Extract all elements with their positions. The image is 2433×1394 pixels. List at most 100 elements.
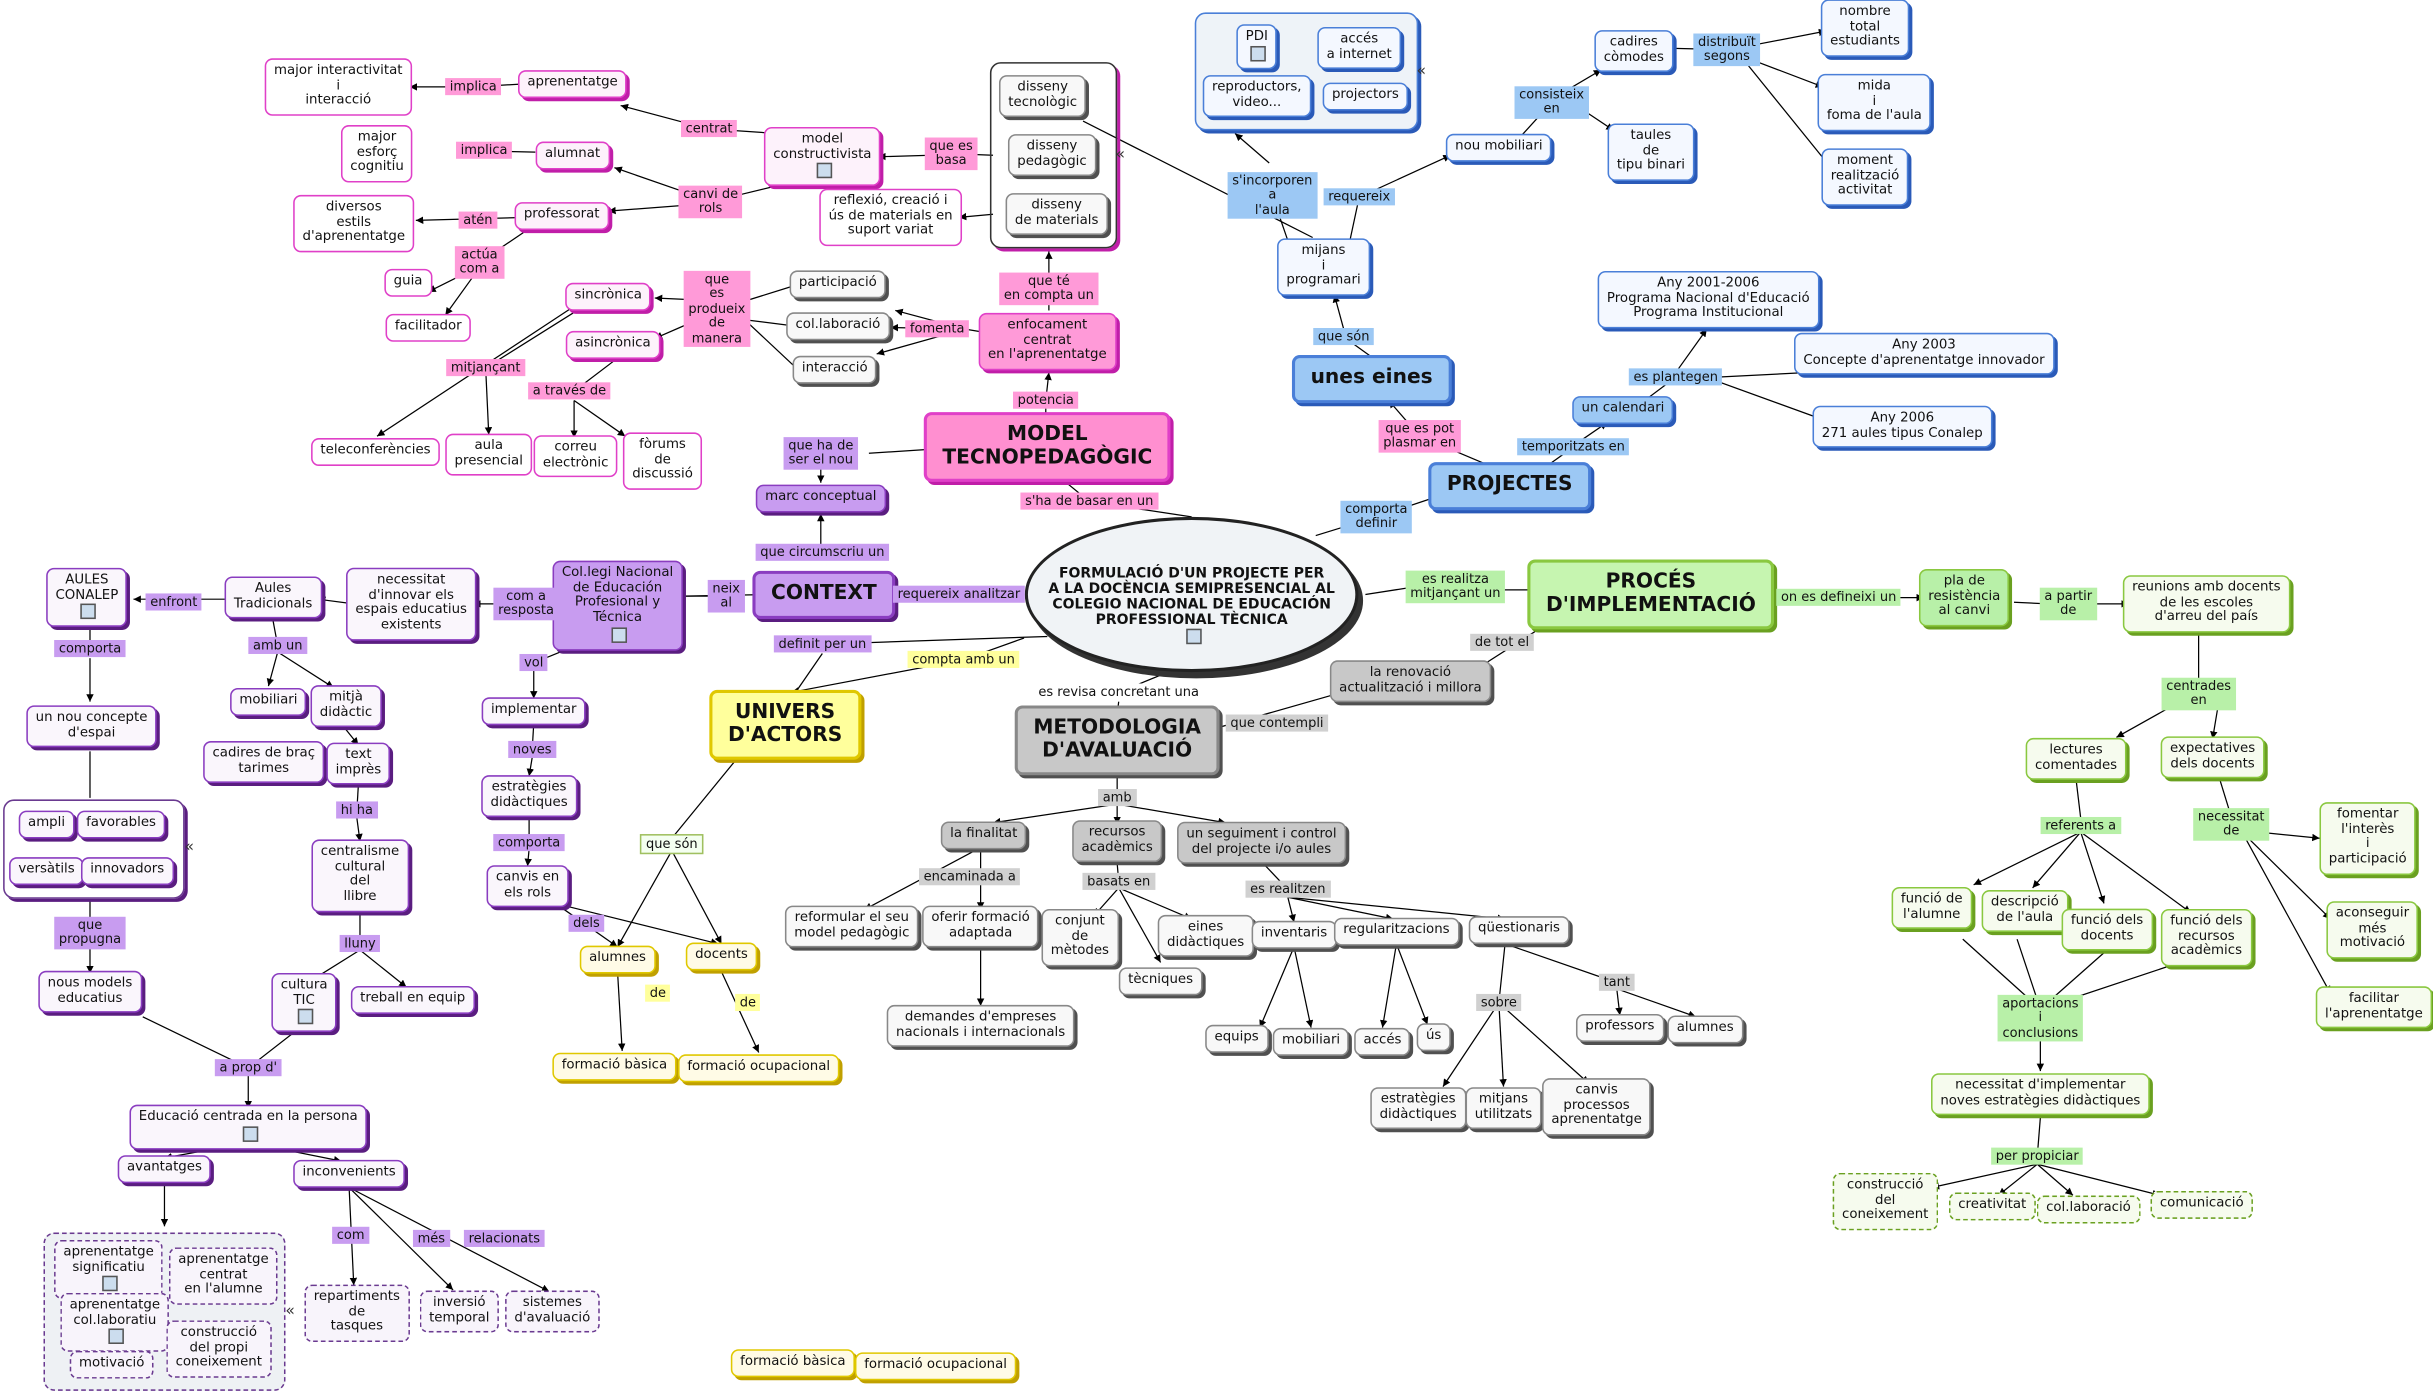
recursos-academics-node[interactable]: recursos acadèmics bbox=[1072, 820, 1163, 863]
necessitat-innovar-node[interactable]: necessitat d'innovar els espais educatiu… bbox=[346, 567, 477, 640]
sistemes-avaluacio-node[interactable]: sistemes d'avaluació bbox=[505, 1290, 600, 1333]
alumnat-node[interactable]: alumnat bbox=[535, 141, 610, 169]
estrategies-met-node[interactable]: estratègies didàctiques bbox=[1370, 1087, 1467, 1130]
alumnes-met-node[interactable]: alumnes bbox=[1667, 1015, 1743, 1043]
aula-presencial-node[interactable]: aula presencial bbox=[445, 433, 533, 476]
ap-centrat-node[interactable]: aprenentatge centrat en l'alumne bbox=[168, 1247, 278, 1305]
aules-conalep-node[interactable]: AULES CONALEP bbox=[46, 567, 128, 628]
teleconferencies-node[interactable]: teleconferències bbox=[311, 438, 440, 466]
repartiments-node[interactable]: repartiments de tasques bbox=[304, 1284, 410, 1342]
formacio-ocupacional-2-node[interactable]: formació ocupacional bbox=[854, 1352, 1017, 1380]
guia-node[interactable]: guia bbox=[384, 268, 432, 297]
construccio-propi-node[interactable]: construcció del propi coneixement bbox=[166, 1320, 272, 1378]
canvis-processos-node[interactable]: canvis processos aprenentatge bbox=[1542, 1078, 1652, 1136]
interaccio-node[interactable]: interacció bbox=[792, 355, 877, 384]
correu-electronic-node[interactable]: correu electrònic bbox=[533, 435, 618, 478]
formacio-basica-2-node[interactable]: formació bàsica bbox=[730, 1349, 855, 1377]
questionaris-node[interactable]: qüestionaris bbox=[1468, 916, 1570, 944]
expectatives-node[interactable]: expectatives dels docents bbox=[2160, 736, 2265, 779]
mobiliari-met-node[interactable]: mobiliari bbox=[1272, 1027, 1350, 1056]
treball-equip-node[interactable]: treball en equip bbox=[350, 986, 475, 1014]
moment-realitzacio-node[interactable]: moment realització activitat bbox=[1821, 148, 1909, 206]
projectors-node[interactable]: projectors bbox=[1322, 82, 1409, 110]
reunions-node[interactable]: reunions amb docents de les escoles d'ar… bbox=[2122, 575, 2290, 633]
collapse-icon[interactable]: « bbox=[1416, 62, 1427, 80]
acces-internet-node[interactable]: accés a internet bbox=[1317, 26, 1402, 70]
favorables-node[interactable]: favorables bbox=[76, 810, 166, 838]
motivacio-node[interactable]: motivació bbox=[69, 1350, 154, 1379]
implementar-node[interactable]: implementar bbox=[481, 697, 586, 725]
sincronica-node[interactable]: sincrònica bbox=[565, 282, 652, 311]
colaboracio-node[interactable]: col.laboració bbox=[786, 312, 890, 340]
collapse-icon[interactable]: « bbox=[1115, 146, 1126, 164]
professors-node[interactable]: professors bbox=[1575, 1013, 1664, 1042]
centralisme-node[interactable]: centralisme cultural del llibre bbox=[311, 839, 409, 912]
ap-colaboratiu-node[interactable]: aprenentatge col.laboratiu bbox=[60, 1292, 170, 1353]
demandes-node[interactable]: demandes d'empreses nacionals i internac… bbox=[886, 1004, 1075, 1048]
avantatges-node[interactable]: avantatges bbox=[117, 1155, 212, 1183]
collapse-icon[interactable]: « bbox=[285, 1303, 295, 1321]
asincronica-node[interactable]: asincrònica bbox=[565, 330, 660, 359]
necessitat-implementar-node[interactable]: necessitat d'implementar noves estratègi… bbox=[1931, 1073, 2150, 1116]
funcio-docents-node[interactable]: funció dels docents bbox=[2061, 908, 2153, 951]
inconvenients-node[interactable]: inconvenients bbox=[293, 1159, 406, 1188]
diversos-estils-node[interactable]: diversos estils d'aprenentatge bbox=[293, 194, 415, 253]
nous-models-node[interactable]: nous models educatius bbox=[38, 970, 142, 1014]
alumnes-node[interactable]: alumnes bbox=[579, 945, 656, 974]
context-node[interactable]: CONTEXT bbox=[752, 570, 896, 619]
conjunt-metodes-node[interactable]: conjunt de mètodes bbox=[1041, 908, 1119, 967]
proces-implementacio-node[interactable]: PROCÉS D'IMPLEMENTACIÓ bbox=[1527, 559, 1775, 630]
unes-eines-node[interactable]: unes eines bbox=[1291, 355, 1452, 403]
colegi-node[interactable]: Col.legi Nacional de Educación Profesion… bbox=[552, 560, 683, 651]
mida-aula-node[interactable]: mida i foma de l'aula bbox=[1817, 73, 1932, 132]
formacio-basica-node[interactable]: formació bàsica bbox=[552, 1052, 677, 1081]
descripcio-aula-node[interactable]: descripció de l'aula bbox=[1981, 890, 2069, 933]
tecniques-node[interactable]: tècniques bbox=[1118, 967, 1203, 995]
estrategies-node[interactable]: estratègies didàctiques bbox=[481, 775, 577, 818]
cadires-brac-node[interactable]: cadires de braç tarimes bbox=[203, 741, 325, 784]
aconseguir-node[interactable]: aconseguir més motivació bbox=[2326, 901, 2419, 959]
professorat-node[interactable]: professorat bbox=[514, 202, 609, 230]
disseny-materials-node[interactable]: disseny de materials bbox=[1005, 193, 1108, 236]
mitja-didactic-node[interactable]: mitjà didàctic bbox=[310, 685, 382, 728]
cadires-comodes-node[interactable]: cadires còmodes bbox=[1594, 30, 1674, 73]
eines-didactiques-node[interactable]: eines didàctiques bbox=[1157, 914, 1254, 958]
root-concept[interactable]: FORMULACIÓ D'UN PROJECTE PER A LA DOCÈNC… bbox=[1024, 516, 1359, 673]
major-esforc-node[interactable]: major esforç cognitiu bbox=[340, 125, 414, 183]
nombre-estudiants-node[interactable]: nombre total estudiants bbox=[1820, 0, 1910, 57]
formacio-ocupacional-node[interactable]: formació ocupacional bbox=[678, 1054, 840, 1082]
taules-node[interactable]: taules de tipu binari bbox=[1607, 123, 1695, 181]
pdi-node[interactable]: PDI bbox=[1236, 24, 1278, 69]
facilitador-node[interactable]: facilitador bbox=[385, 313, 471, 342]
text-impres-node[interactable]: text imprès bbox=[326, 742, 391, 785]
educacio-persona-node[interactable]: Educació centrada en la persona bbox=[129, 1104, 368, 1150]
aules-tradicionals-node[interactable]: Aules Tradicionals bbox=[224, 576, 322, 619]
renovacio-node[interactable]: la renovació actualització i millora bbox=[1329, 660, 1491, 703]
docents-node[interactable]: docents bbox=[685, 942, 758, 970]
finalitat-node[interactable]: la finalitat bbox=[940, 821, 1027, 849]
equips-node[interactable]: equips bbox=[1205, 1024, 1269, 1053]
mijans-programari-node[interactable]: mijans i programari bbox=[1277, 238, 1370, 296]
disseny-pedagogic-node[interactable]: disseny pedagògic bbox=[1007, 134, 1097, 177]
creativitat-node[interactable]: creativitat bbox=[1948, 1192, 2036, 1220]
oferir-formacio-node[interactable]: oferir formació adaptada bbox=[922, 905, 1040, 948]
calendari-node[interactable]: un calendari bbox=[1572, 396, 1674, 424]
mobiliari-node[interactable]: mobiliari bbox=[230, 687, 307, 716]
funcio-alumne-node[interactable]: funció de l'alumne bbox=[1891, 886, 1972, 930]
disseny-tecnologic-node[interactable]: disseny tecnològic bbox=[998, 75, 1087, 118]
nou-mobiliari-node[interactable]: nou mobiliari bbox=[1445, 133, 1552, 162]
facilitar-node[interactable]: facilitar l'aprenentatge bbox=[2315, 986, 2433, 1029]
innovadors-node[interactable]: innovadors bbox=[80, 857, 174, 885]
forums-node[interactable]: fòrums de discussió bbox=[622, 432, 703, 490]
ampli-node[interactable]: ampli bbox=[18, 810, 75, 838]
model-tecnopedagogic-node[interactable]: MODEL TECNOPEDAGÒGIC bbox=[923, 412, 1171, 483]
regularitzacions-node[interactable]: regularitzacions bbox=[1333, 917, 1459, 946]
reformular-node[interactable]: reformular el seu model pedagògic bbox=[784, 905, 919, 948]
participacio-node[interactable]: participació bbox=[789, 270, 887, 298]
metodologia-node[interactable]: METODOLOGIA D'AVALUACIÓ bbox=[1014, 705, 1220, 776]
marc-conceptual-node[interactable]: marc conceptual bbox=[755, 484, 886, 512]
fomentar-node[interactable]: fomentar l'interès i participació bbox=[2319, 802, 2417, 875]
any-2001-node[interactable]: Any 2001-2006 Programa Nacional d'Educac… bbox=[1597, 270, 1819, 329]
canvis-rols-node[interactable]: canvis en els rols bbox=[486, 865, 569, 908]
projectes-node[interactable]: PROJECTES bbox=[1428, 462, 1592, 510]
